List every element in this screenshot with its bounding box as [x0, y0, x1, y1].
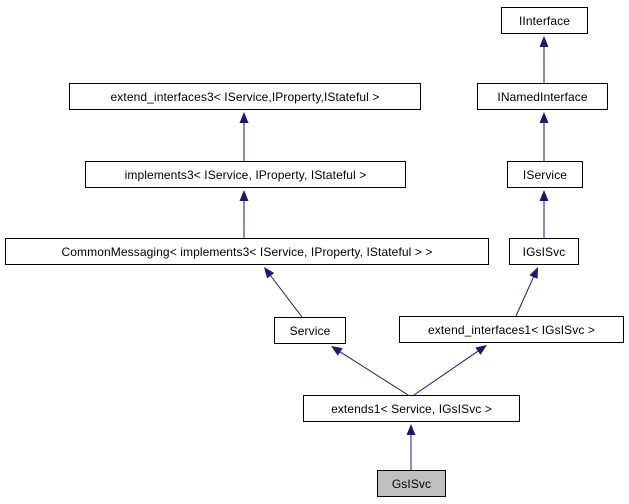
class-node-label: IInterface: [518, 13, 571, 28]
inheritance-edge: [539, 190, 549, 238]
edge-line: [413, 350, 479, 396]
inheritance-arrowhead-icon: [406, 424, 416, 435]
class-node-inamedinterface[interactable]: INamedInterface: [477, 83, 608, 110]
class-node-label: extend_interfaces1< IGsISvc >: [428, 322, 595, 337]
inheritance-arrowhead-icon: [539, 190, 549, 201]
class-node-implements3[interactable]: implements3< IService, IProperty, IState…: [85, 161, 406, 188]
class-node-label: INamedInterface: [497, 89, 588, 104]
class-node-commonmessaging[interactable]: CommonMessaging< implements3< IService, …: [5, 238, 489, 265]
edge-line: [515, 276, 534, 317]
inheritance-arrowhead-icon: [529, 267, 538, 279]
inheritance-edge: [515, 267, 538, 317]
inheritance-arrowhead-icon: [539, 112, 549, 123]
class-node-label: IGsISvc: [522, 244, 566, 259]
inheritance-edge: [406, 424, 416, 470]
edge-line: [270, 275, 303, 318]
class-node-gsisvc[interactable]: GsISvc: [377, 470, 446, 497]
class-node-iinterface[interactable]: IInterface: [501, 7, 588, 34]
class-node-label: extends1< Service, IGsISvc >: [331, 401, 492, 416]
inheritance-edge: [331, 346, 409, 396]
inheritance-arrowhead-icon: [331, 346, 343, 356]
class-node-extend_interfaces3[interactable]: extend_interfaces3< IService,IProperty,I…: [69, 83, 421, 110]
inheritance-edge: [413, 345, 487, 396]
inheritance-edge: [539, 112, 549, 161]
inheritance-edge: [239, 112, 249, 161]
inheritance-arrowhead-icon: [264, 267, 275, 279]
class-node-label: GsISvc: [391, 476, 432, 491]
class-node-label: Service: [289, 323, 331, 338]
class-node-label: IService: [522, 167, 568, 182]
inheritance-arrowhead-icon: [239, 112, 249, 123]
class-node-extends1[interactable]: extends1< Service, IGsISvc >: [303, 395, 520, 422]
inheritance-edge: [264, 267, 303, 318]
class-node-extend_interfaces1[interactable]: extend_interfaces1< IGsISvc >: [399, 316, 624, 343]
inheritance-edge: [539, 36, 549, 83]
edge-line: [340, 351, 409, 396]
class-node-label: extend_interfaces3< IService,IProperty,I…: [110, 89, 380, 104]
class-node-service[interactable]: Service: [274, 317, 346, 344]
class-node-igsisvc[interactable]: IGsISvc: [509, 238, 579, 265]
class-node-label: CommonMessaging< implements3< IService, …: [61, 244, 433, 259]
inheritance-arrowhead-icon: [539, 36, 549, 47]
inheritance-arrowhead-icon: [475, 345, 487, 355]
inheritance-edge: [239, 190, 249, 238]
class-node-label: implements3< IService, IProperty, IState…: [124, 167, 367, 182]
inheritance-arrowhead-icon: [239, 190, 249, 201]
class-node-iservice[interactable]: IService: [507, 161, 583, 188]
